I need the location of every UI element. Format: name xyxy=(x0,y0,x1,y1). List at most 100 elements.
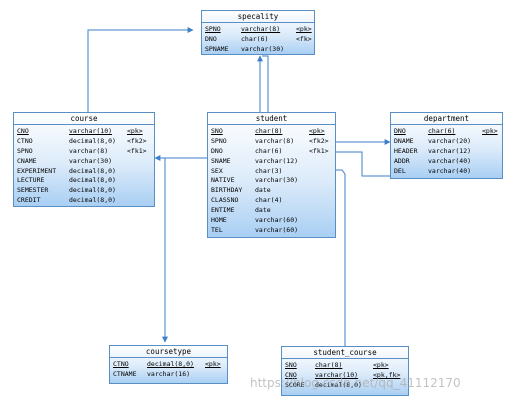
column-name: SPNAME xyxy=(205,44,229,53)
column-row: SPNO varchar(8) <fk1> xyxy=(17,147,151,157)
column-type: varchar(8) xyxy=(69,146,109,155)
column-type: varchar(30) xyxy=(69,156,113,165)
column-name: NATIVE xyxy=(211,176,235,185)
column-row: DNO char(6) <pk> xyxy=(394,127,499,137)
column-name: CTNO xyxy=(113,360,129,368)
column-type: varchar(10) xyxy=(315,370,359,379)
column-name: ADDR xyxy=(394,156,410,165)
link-student-speciality xyxy=(262,55,269,112)
column-type: varchar(12) xyxy=(428,146,472,155)
column-key: <pk> xyxy=(309,127,325,135)
column-name: HEADER xyxy=(394,146,418,155)
column-type: decimal(8,0) xyxy=(69,176,116,185)
watermark: https://blog.csdn.net/qq_41112170 xyxy=(250,376,461,390)
column-name: SEX xyxy=(211,166,223,175)
column-row: CTNAME varchar(16) xyxy=(113,370,224,380)
column-row: CTNO decimal(8,0) <fk2> xyxy=(17,137,151,147)
entity-title: coursetype xyxy=(110,346,227,358)
column-row: SPNAME varchar(30) xyxy=(205,45,311,55)
column-name: CNAME xyxy=(17,156,37,165)
column-row: DNAME varchar(20) xyxy=(394,137,499,147)
column-row: CTNO decimal(8,0) <pk> xyxy=(113,360,224,370)
column-name: SPNO xyxy=(211,136,227,145)
entity-coursetype[interactable]: coursetype CTNO decimal(8,0) <pk> CTNAME… xyxy=(109,345,228,384)
column-type: decimal(8,0) xyxy=(69,186,116,195)
column-type: char(8) xyxy=(255,127,283,135)
link-student-department-b xyxy=(336,151,390,177)
column-row: DNO char(6) <fk> xyxy=(205,34,312,45)
column-type: varchar(60) xyxy=(255,225,299,234)
column-key: <fk> xyxy=(296,34,312,43)
column-row: BIRTHDAY date xyxy=(211,186,332,196)
column-row: LECTURE decimal(8,0) xyxy=(17,176,151,186)
column-type: decimal(8,0) xyxy=(69,196,116,205)
column-row: SNO char(8) <pk> xyxy=(285,361,405,371)
column-row: CLASSNO char(4) xyxy=(211,196,332,206)
column-key: <fk1> xyxy=(309,146,329,155)
column-type: char(8) xyxy=(315,361,343,369)
entity-title: student_course xyxy=(282,347,408,359)
column-key: <fk2> xyxy=(309,136,329,145)
column-type: varchar(30) xyxy=(241,44,285,53)
link-studentcourse-student xyxy=(336,169,346,346)
column-name: SPNO xyxy=(205,25,221,33)
column-name: CREDIT xyxy=(17,196,41,205)
column-name: DNO xyxy=(394,127,406,135)
column-type: varchar(8) xyxy=(241,25,281,33)
column-type: date xyxy=(255,206,271,215)
column-type: varchar(10) xyxy=(69,127,113,135)
column-row: SEMESTER decimal(8,0) xyxy=(17,186,151,196)
column-row: TEL varchar(60) xyxy=(211,226,332,236)
column-row: DEL varchar(40) xyxy=(394,167,499,177)
column-row: SPNO varchar(8) <pk> xyxy=(205,25,312,35)
column-type: char(6) xyxy=(241,34,269,43)
column-key: <fk1> xyxy=(127,146,147,155)
column-row: CNAME varchar(30) xyxy=(17,157,151,167)
column-row: EXPERIMENT decimal(8,0) xyxy=(17,167,151,177)
column-row: HEADER varchar(12) xyxy=(394,147,499,157)
column-name: DNO xyxy=(205,34,217,43)
column-row: ADDR varchar(40) xyxy=(394,157,499,167)
column-name: DNO xyxy=(211,146,223,155)
column-type: varchar(40) xyxy=(428,156,472,165)
column-type: decimal(8,0) xyxy=(69,166,116,175)
column-name: EXPERIMENT xyxy=(17,166,57,175)
column-type: varchar(60) xyxy=(255,216,299,225)
entity-title: department xyxy=(391,113,502,125)
column-name: HOME xyxy=(211,216,227,225)
column-row: NATIVE varchar(30) xyxy=(211,176,332,186)
column-name: CLASSNO xyxy=(211,196,239,205)
column-row: SEX char(3) xyxy=(211,167,332,177)
entity-title: course xyxy=(14,113,154,125)
column-name: SNO xyxy=(285,361,297,369)
column-type: varchar(8) xyxy=(255,136,295,145)
column-name: SEMESTER xyxy=(17,186,49,195)
column-row: CNO varchar(10) <pk,fk> xyxy=(285,371,405,381)
column-row: SCORE decimal(8,0) xyxy=(285,381,405,391)
column-name: SNO xyxy=(211,127,223,135)
entity-department[interactable]: department DNO char(6) <pk> DNAME varcha… xyxy=(390,112,503,179)
column-type: varchar(20) xyxy=(428,136,472,145)
entity-student[interactable]: student SNO char(8) <pk> SPNO varchar(8)… xyxy=(207,112,336,238)
column-name: BIRTHDAY xyxy=(211,186,243,195)
column-name: CTNAME xyxy=(113,369,137,378)
column-name: LECTURE xyxy=(17,176,45,185)
column-type: varchar(16) xyxy=(147,369,191,378)
column-row: CNO varchar(10) <pk> xyxy=(17,127,151,137)
column-type: date xyxy=(255,186,271,195)
entity-student-course[interactable]: student_course SNO char(8) <pk> CNO varc… xyxy=(281,346,409,396)
column-type: varchar(12) xyxy=(255,156,299,165)
entity-course[interactable]: course CNO varchar(10) <pk> CTNO decimal… xyxy=(13,112,155,207)
column-type: decimal(8,0) xyxy=(315,380,362,389)
column-type: decimal(8,0) xyxy=(147,360,194,368)
column-key: <fk2> xyxy=(127,136,147,145)
entity-speciality[interactable]: specality SPNO varchar(8) <pk> DNO char(… xyxy=(201,10,315,55)
column-type: char(4) xyxy=(255,196,283,205)
column-row: SNO char(8) <pk> xyxy=(211,127,332,137)
column-name: DNAME xyxy=(394,136,414,145)
entity-title: specality xyxy=(202,11,314,23)
column-name: SNAME xyxy=(211,156,231,165)
column-row: SNAME varchar(12) xyxy=(211,157,332,167)
column-type: char(3) xyxy=(255,166,283,175)
